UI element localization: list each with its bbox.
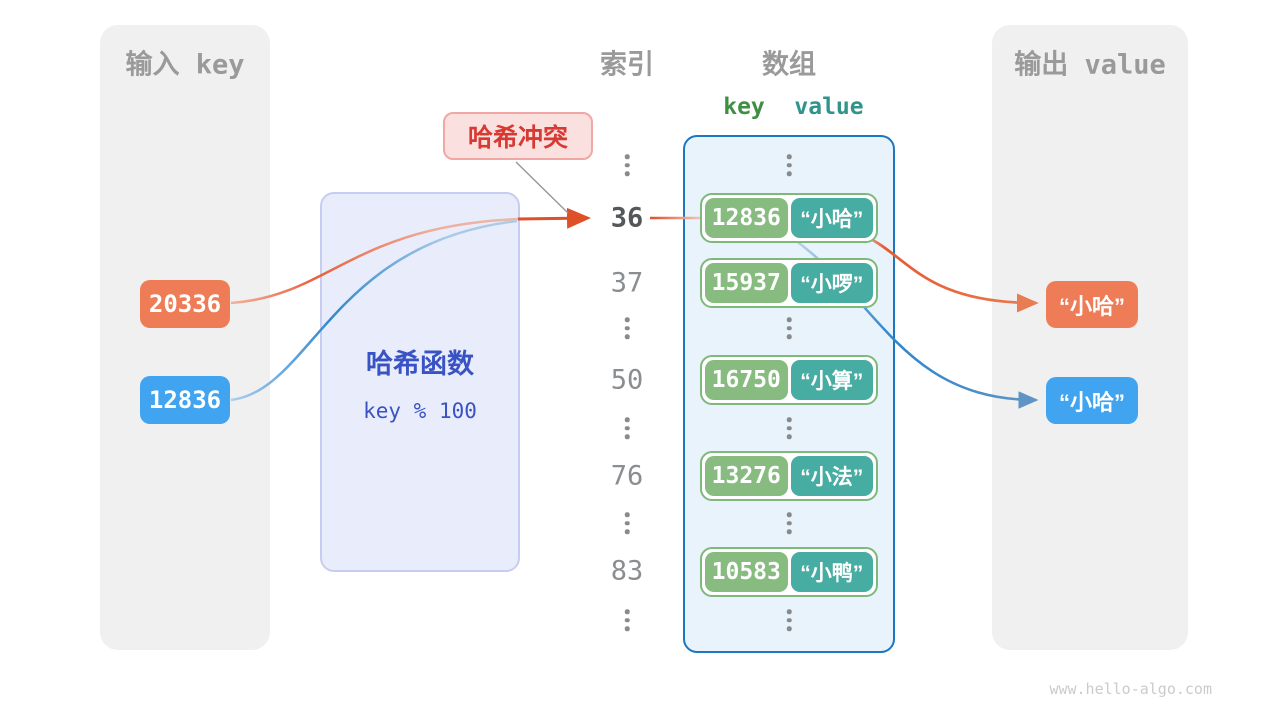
output-value-chip: “小哈” <box>1046 281 1138 328</box>
input-key-chip: 20336 <box>140 280 230 328</box>
index-value: 83 <box>610 555 644 587</box>
array-row: 16750 “小算” <box>700 355 878 405</box>
ellipsis-dots <box>786 154 792 176</box>
input-key-chip: 12836 <box>140 376 230 424</box>
ellipsis-dots <box>624 609 630 631</box>
arrow-hash-to-index36 <box>517 207 591 229</box>
ellipsis-dots <box>786 512 792 534</box>
index-value: 50 <box>610 364 644 396</box>
key-column-header: key <box>723 94 765 120</box>
array-row-value: “小算” <box>790 360 873 400</box>
array-row-key: 15937 <box>705 263 788 303</box>
ellipsis-dots <box>786 417 792 439</box>
array-title: 数组 <box>762 49 816 81</box>
array-row-value: “小啰” <box>790 263 873 303</box>
array-row: 13276 “小法” <box>700 451 878 501</box>
value-column-header: value <box>794 94 864 120</box>
output-panel <box>992 25 1188 650</box>
array-row-value: “小哈” <box>790 198 873 238</box>
watermark: www.hello-algo.com <box>1049 680 1212 698</box>
hash-function-title: 哈希函数 <box>366 348 474 379</box>
index-value: 37 <box>610 267 644 299</box>
array-row-value: “小法” <box>790 456 873 496</box>
array-row-value: “小鸭” <box>790 552 873 592</box>
ellipsis-dots <box>624 154 630 176</box>
array-row-key: 10583 <box>705 552 788 592</box>
ellipsis-dots <box>624 512 630 534</box>
hash-function-box: 哈希函数 key % 100 <box>320 192 520 572</box>
array-row: 15937 “小啰” <box>700 258 878 308</box>
ellipsis-dots <box>786 609 792 631</box>
collision-callout-line <box>515 161 569 214</box>
hash-function-formula: key % 100 <box>363 398 477 423</box>
input-panel <box>100 25 270 650</box>
ellipsis-dots <box>624 317 630 339</box>
ellipsis-dots <box>786 317 792 339</box>
output-panel-title: 输出 value <box>1014 49 1166 81</box>
array-row-key: 16750 <box>705 360 788 400</box>
hash-collision-label: 哈希冲突 <box>443 112 593 160</box>
index-value: 76 <box>610 460 644 492</box>
array-row: 10583 “小鸭” <box>700 547 878 597</box>
output-value-chip: “小哈” <box>1046 377 1138 424</box>
array-row-key: 13276 <box>705 456 788 496</box>
index-value: 36 <box>610 202 644 234</box>
input-panel-title: 输入 key <box>125 49 245 81</box>
array-row: 12836 “小哈” <box>700 193 878 243</box>
index-column-title: 索引 <box>600 49 654 81</box>
ellipsis-dots <box>624 417 630 439</box>
array-row-key: 12836 <box>705 198 788 238</box>
